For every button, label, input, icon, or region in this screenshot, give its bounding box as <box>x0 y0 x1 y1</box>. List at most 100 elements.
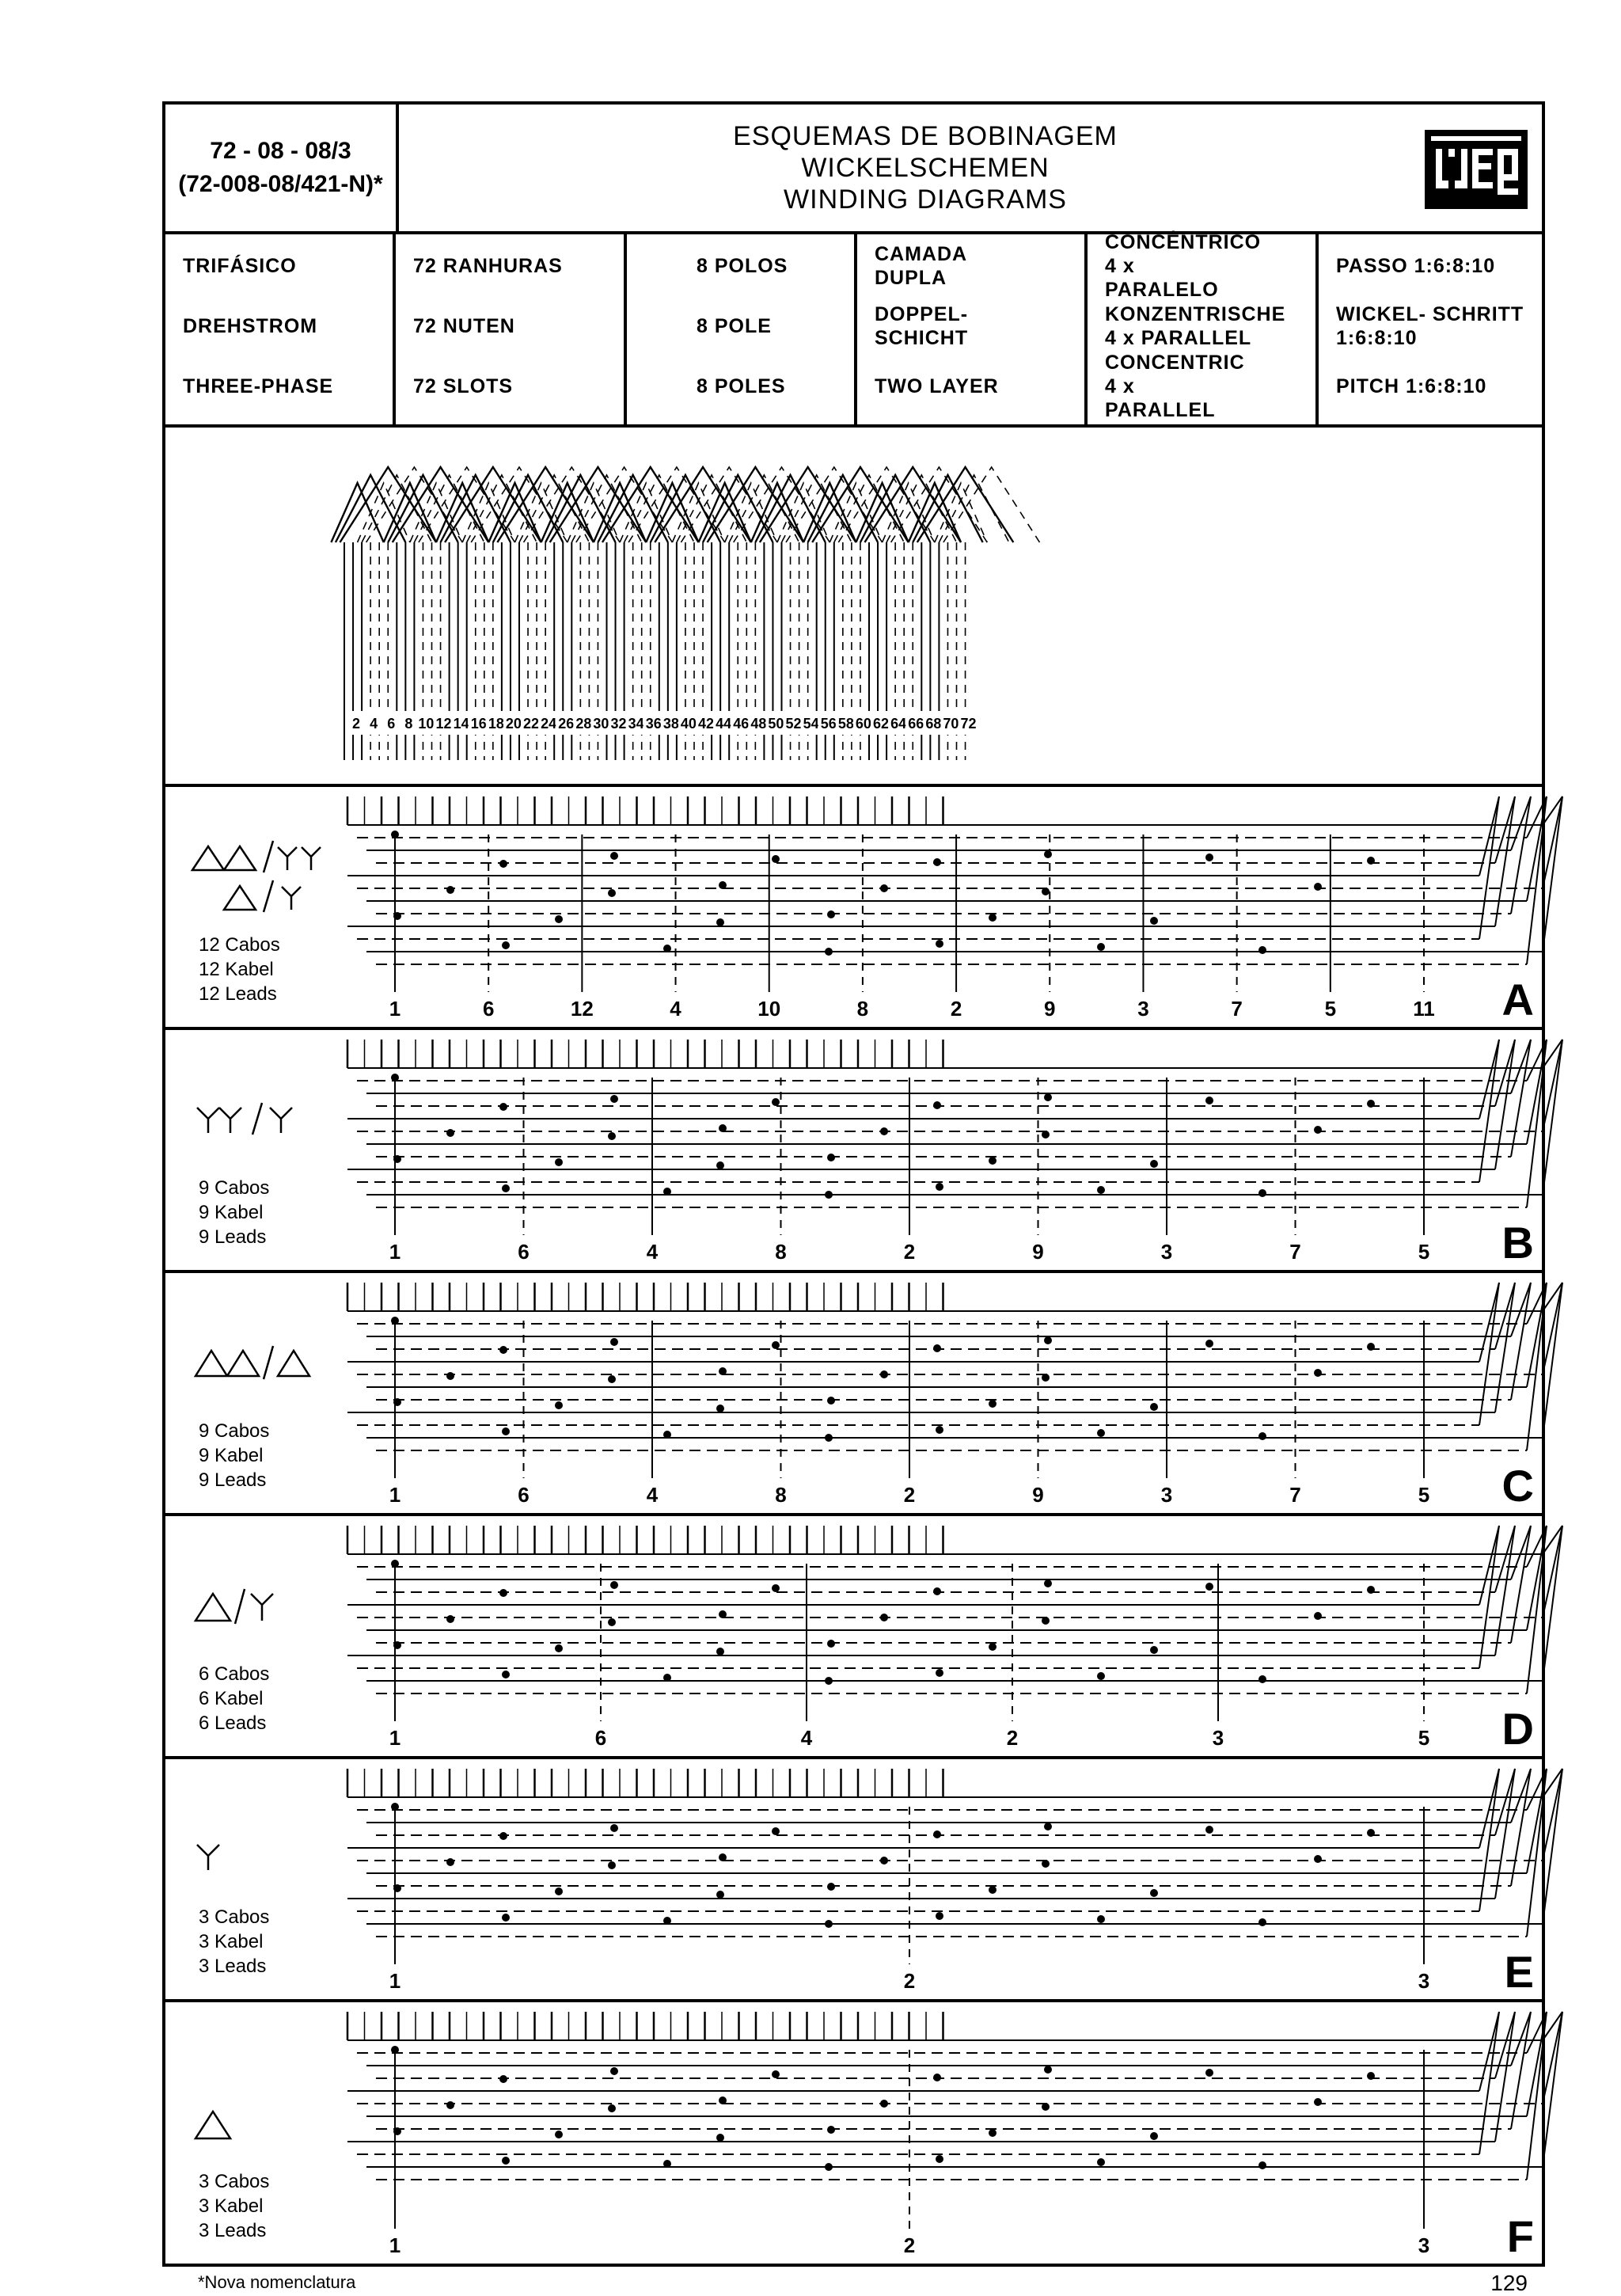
slot-number-label: 48 <box>750 716 766 732</box>
junction-dot <box>499 860 507 868</box>
lead-number: 5 <box>1325 997 1336 1021</box>
lead-number: 1 <box>389 1483 401 1507</box>
slot-label-bg <box>433 711 454 735</box>
junction-dot <box>1258 1189 1266 1197</box>
coil-arch <box>601 465 700 543</box>
junction-dot <box>446 1129 454 1137</box>
slot-number-label: 38 <box>663 716 679 732</box>
bus-riser <box>1526 1039 1547 1145</box>
junction-dot <box>825 1434 833 1442</box>
coil-arch <box>780 473 852 543</box>
leads-en: 3 Leads <box>199 1956 267 1977</box>
junctions <box>391 831 1375 956</box>
junction-dot <box>1314 1126 1322 1134</box>
wye-symbol <box>196 1844 220 1870</box>
slot-label-bg <box>346 711 367 735</box>
junction-dot <box>1044 1336 1052 1344</box>
bus-riser <box>1542 796 1563 889</box>
slot-label-bg <box>905 711 927 735</box>
leads-pt: 6 Cabos <box>199 1663 270 1685</box>
coil-arch <box>356 481 411 543</box>
junction-dot <box>1205 1097 1213 1104</box>
coil-arch <box>465 473 537 543</box>
slot-number-label: 62 <box>873 716 889 732</box>
junction-dot <box>1258 1432 1266 1440</box>
coil-arch <box>912 473 984 543</box>
junction-dot <box>610 1824 618 1832</box>
junction-dot <box>719 1853 727 1861</box>
junction-dot <box>499 1103 507 1111</box>
junction-dot <box>880 1614 888 1621</box>
junction-dot <box>719 1610 727 1618</box>
bus-riser <box>1526 2011 1547 2054</box>
leads-pt: 9 Cabos <box>199 1177 270 1199</box>
coil-arch <box>811 465 909 543</box>
leads-pt: 9 Cabos <box>199 1420 270 1442</box>
junction-dot <box>827 1397 835 1405</box>
bus-riser <box>1479 1039 1500 1183</box>
panel-legend: 9 Cabos 9 Kabel 9 Leads <box>165 1030 347 1267</box>
junction-dot <box>1150 1646 1158 1654</box>
junction-dot <box>1258 1918 1266 1926</box>
slot-label-bg <box>416 711 437 735</box>
junction-dot <box>989 914 997 922</box>
bus-riser <box>1526 1525 1547 1631</box>
spec-cell: THREE-PHASE <box>183 375 334 397</box>
junctions <box>391 1317 1375 1442</box>
junction-dot <box>1205 853 1213 861</box>
junction-dot <box>1044 1823 1052 1830</box>
junction-dot <box>1042 1860 1050 1868</box>
junction-dot <box>719 2096 727 2104</box>
slot-label-bg <box>608 711 629 735</box>
lead-number: 3 <box>1418 1969 1429 1993</box>
bus-riser <box>1510 1039 1532 1158</box>
leads-pt: 12 Cabos <box>199 934 280 956</box>
bus-riser <box>1494 1525 1516 1656</box>
lead-count: 9 Cabos 9 Kabel 9 Leads <box>199 1419 269 1492</box>
junction-dot <box>989 1886 997 1894</box>
slot-number-label: 12 <box>436 716 452 732</box>
junction-dot <box>502 1671 510 1678</box>
junction-dot <box>933 2074 941 2081</box>
coil-arch <box>881 481 936 543</box>
junction-dot <box>989 2129 997 2137</box>
lead-number: 1 <box>389 1726 401 1750</box>
slot-number-label: 52 <box>786 716 802 732</box>
junction-dot <box>772 1827 780 1835</box>
junction-dot <box>499 2075 507 2083</box>
coil-arch <box>943 466 1041 543</box>
junction-dot <box>446 1615 454 1623</box>
slot-number-label: 16 <box>471 716 487 732</box>
coil-arch <box>514 481 568 543</box>
junction-dot <box>446 1858 454 1866</box>
footnote: *Nova nomenclatura <box>198 2272 356 2292</box>
lead-number: 8 <box>775 1240 786 1264</box>
leads-de: 6 Kabel <box>199 1688 264 1709</box>
lead-count: 12 Cabos 12 Kabel 12 Leads <box>199 933 280 1006</box>
coil-arch <box>549 465 647 543</box>
terminal-ticks <box>346 796 944 825</box>
junction-dot <box>989 1157 997 1165</box>
coil-arch <box>886 473 958 543</box>
junction-dot <box>1097 2158 1105 2166</box>
junction-dot <box>1314 883 1322 891</box>
junction-dot <box>663 945 671 952</box>
slot-label-bg <box>800 711 822 735</box>
leads-pt: 3 Cabos <box>199 2171 270 2192</box>
junction-dot <box>1205 2069 1213 2077</box>
junction-dot <box>1314 1369 1322 1377</box>
slot-label-bg <box>871 711 892 735</box>
spec-cell: TRIFÁSICO <box>183 255 297 277</box>
junction-dot <box>610 852 618 860</box>
bus-riser <box>1510 796 1532 851</box>
bus-riser <box>1510 2011 1532 2130</box>
junction-dot <box>825 1920 833 1928</box>
terminal-ticks <box>346 2012 944 2040</box>
slot-number-label: 4 <box>370 716 378 732</box>
bus-riser <box>1510 1768 1532 1887</box>
slot-label-bg <box>363 711 385 735</box>
lead-number: 7 <box>1289 1483 1300 1507</box>
coil-arch <box>435 481 490 543</box>
